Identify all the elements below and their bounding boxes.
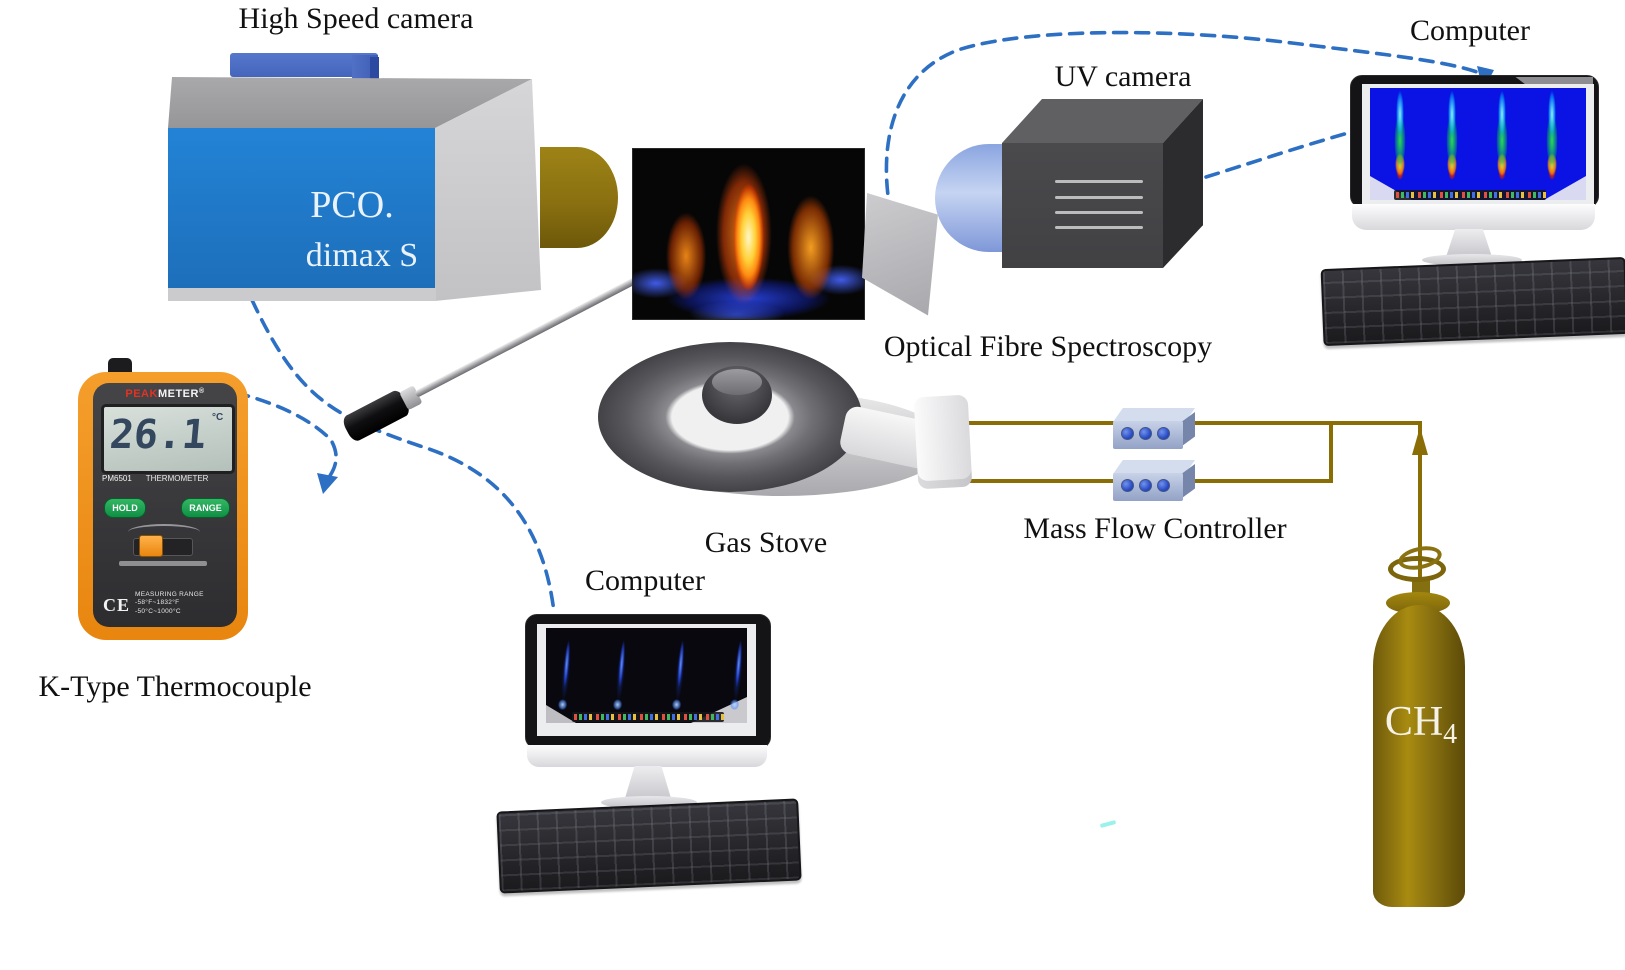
mass-flow-controller-1-side xyxy=(1182,412,1195,446)
ch4-gas-cylinder xyxy=(1373,605,1465,907)
temperature-unit: °C xyxy=(212,412,224,423)
high-speed-camera-front-panel xyxy=(168,128,435,288)
blue-flame-jet xyxy=(555,630,577,714)
monitor-chin xyxy=(1352,204,1595,230)
thermometer-model-row: PM6501 THERMOMETER xyxy=(102,474,230,483)
mfc-indicator-icon xyxy=(1157,479,1170,492)
cable-pco-to-bottom-computer xyxy=(250,298,556,614)
temperature-reading: 26.1 xyxy=(107,412,209,458)
model-number: PM6501 xyxy=(102,474,132,483)
bottom-computer-screen xyxy=(537,624,756,736)
mfc-indicator-icon xyxy=(1121,479,1134,492)
hold-button[interactable]: HOLD xyxy=(104,498,146,518)
mfc-indicator-icon xyxy=(1121,427,1134,440)
label-computer-top: Computer xyxy=(1410,14,1530,47)
range-title: MEASURING RANGE xyxy=(135,591,204,598)
uv-camera-vent-line xyxy=(1055,211,1143,214)
cable-uv-to-top-computer xyxy=(1204,131,1350,179)
flame-spectra-plume xyxy=(1391,90,1409,182)
high-speed-camera-lens xyxy=(540,147,618,248)
brand-peak: PEAK xyxy=(125,388,158,400)
label-optical-fibre-spectroscopy: Optical Fibre Spectroscopy xyxy=(883,330,1213,363)
blue-flame-jet xyxy=(610,630,632,714)
flame-spectra-plume xyxy=(1543,90,1561,182)
mfc-indicator-icon xyxy=(1139,479,1152,492)
brand-meter: METER xyxy=(157,388,199,400)
gas-stove-center-cap-top xyxy=(712,369,762,395)
mfc-indicator-icon xyxy=(1139,427,1152,440)
range-fahrenheit: -58°F~1832°F xyxy=(135,599,180,607)
dock-bar xyxy=(572,712,724,722)
label-computer-bottom: Computer xyxy=(585,564,705,597)
pco-brand-text: PCO. xyxy=(310,184,394,226)
ce-mark: CE xyxy=(103,595,131,615)
formula-main: CH xyxy=(1384,699,1444,745)
formula-subscript: 4 xyxy=(1443,719,1458,750)
cable-arrow-icon xyxy=(317,473,338,494)
blue-flame-jet xyxy=(669,630,691,714)
thermometer-brand: PEAKMETER® xyxy=(93,388,237,400)
label-uv-camera: UV camera xyxy=(1054,60,1192,93)
uv-camera-body xyxy=(1002,143,1163,268)
high-speed-camera-base-strip xyxy=(168,288,436,301)
monitor-chin xyxy=(527,745,767,767)
registered-icon: ® xyxy=(198,388,205,395)
cable-fibre-to-top-computer xyxy=(884,30,1487,217)
uv-camera-vent-line xyxy=(1055,180,1143,183)
keyboard[interactable] xyxy=(496,798,802,894)
label-gas-stove: Gas Stove xyxy=(704,526,828,559)
gas-flow-arrow-icon xyxy=(1412,427,1428,455)
measuring-range-text: MEASURING RANGE -58°F~1832°F -50°C~1000°… xyxy=(135,591,204,616)
device-type-label: THERMOMETER xyxy=(145,474,209,483)
range-celsius: -50°C~1000°C xyxy=(135,607,181,615)
thermometer-lcd xyxy=(101,404,235,474)
uv-camera-vent-line xyxy=(1055,196,1143,199)
flame-photo xyxy=(632,148,865,320)
ch4-formula: CH4 xyxy=(1385,698,1457,751)
flame-spectra-plume xyxy=(1443,90,1461,182)
flame-spectra-plume xyxy=(1493,90,1511,182)
label-mass-flow-controller: Mass Flow Controller xyxy=(1023,512,1287,545)
pco-model-text: dimax S xyxy=(305,237,419,274)
instruction-text-line xyxy=(119,561,207,566)
switch-markings xyxy=(128,524,200,540)
gas-stove-inlet xyxy=(913,394,973,490)
power-switch-knob[interactable] xyxy=(139,535,163,557)
uv-camera-top-face xyxy=(1002,99,1203,143)
mfc-indicator-icon xyxy=(1157,427,1170,440)
label-k-type-thermocouple: K-Type Thermocouple xyxy=(38,670,312,703)
cylinder-valve-coil xyxy=(1388,556,1446,582)
range-button[interactable]: RANGE xyxy=(181,498,230,518)
label-high-speed-camera: High Speed camera xyxy=(238,2,474,35)
top-computer-screen xyxy=(1362,84,1594,211)
mass-flow-controller-2-side xyxy=(1182,464,1195,498)
keyboard[interactable] xyxy=(1320,256,1625,347)
mass-flow-controller-1-top xyxy=(1113,408,1195,422)
cable-thermometer-to-probe xyxy=(147,377,338,482)
uv-camera-vent-line xyxy=(1055,226,1143,229)
dock-bar xyxy=(1394,190,1546,200)
gas-pipes xyxy=(948,421,1422,601)
mass-flow-controller-2-top xyxy=(1113,460,1195,474)
